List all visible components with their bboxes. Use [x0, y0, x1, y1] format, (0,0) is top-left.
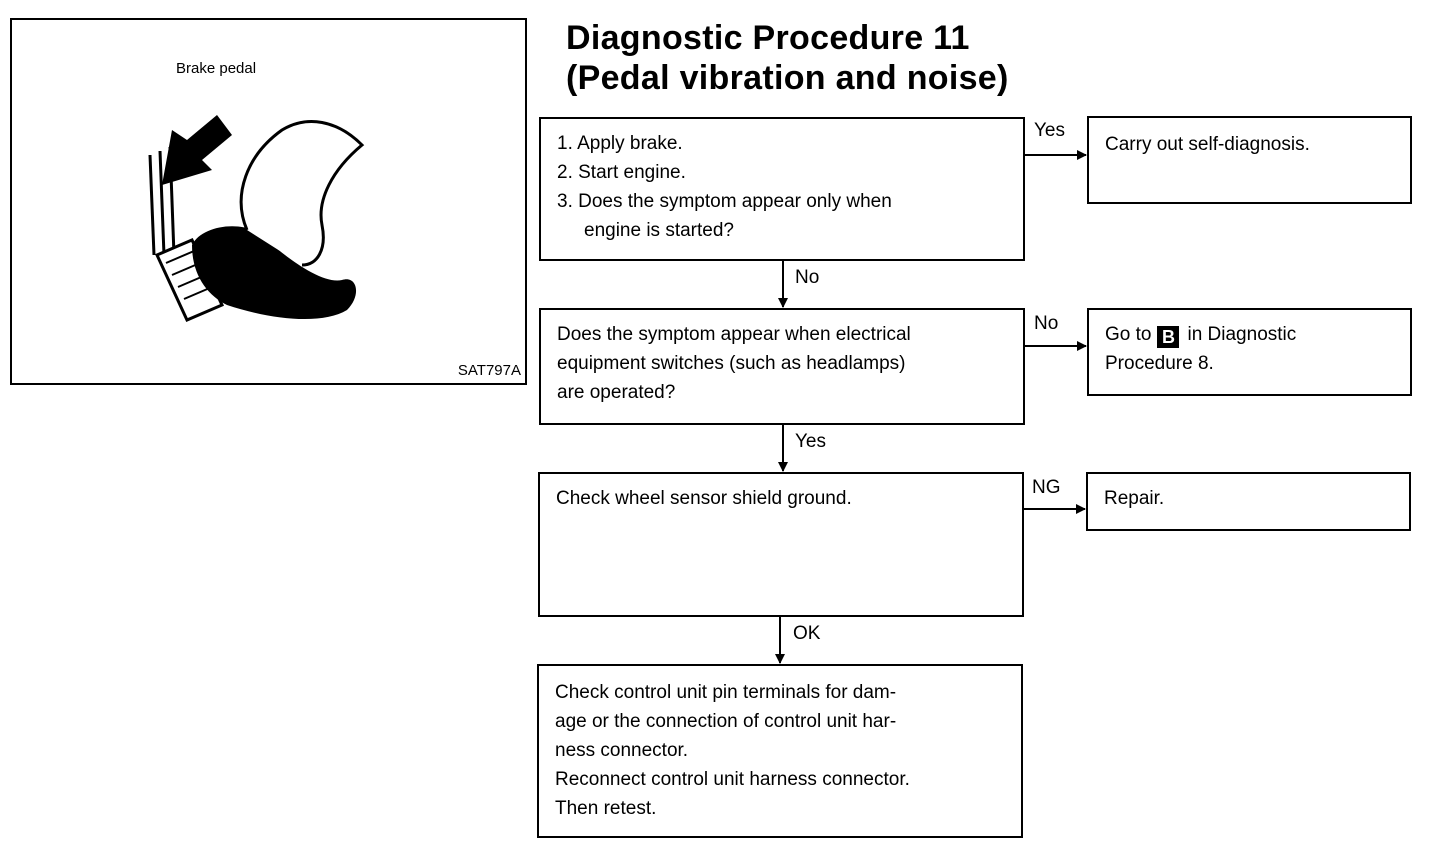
step3-ng-label: NG — [1032, 477, 1061, 498]
step2-line-1: Does the symptom appear when electrical — [557, 324, 911, 345]
step4-line-5: Then retest. — [555, 798, 657, 819]
step2-no-label: No — [1034, 313, 1059, 334]
step3-box: Check wheel sensor shield ground. — [538, 472, 1024, 617]
step2-line-3: are operated? — [557, 382, 676, 403]
goto-line-2: Procedure 8. — [1105, 353, 1214, 374]
step4-line-4: Reconnect control unit harness connector… — [555, 769, 910, 790]
step1-item-1: 1. Apply brake. — [557, 133, 683, 154]
step3-ok-label: OK — [793, 623, 821, 644]
step1-no-label: No — [795, 267, 820, 288]
step1-item-3-cont: engine is started? — [584, 220, 734, 241]
figure-panel: Brake pedal SAT797A — [10, 18, 527, 385]
letter-b-badge-icon: B — [1157, 326, 1180, 348]
figure-caption: Brake pedal — [176, 60, 257, 77]
step3-text: Check wheel sensor shield ground. — [556, 488, 852, 509]
step2-line-2: equipment switches (such as headlamps) — [557, 353, 906, 374]
step4-line-3: ness connector. — [555, 740, 689, 761]
self-diagnosis-text: Carry out self-diagnosis. — [1105, 134, 1310, 155]
repair-text: Repair. — [1104, 488, 1165, 509]
brake-pedal-illustration — [148, 115, 365, 322]
arrow-icon — [162, 115, 232, 185]
title-line-2: (Pedal vibration and noise) — [566, 59, 1009, 97]
repair-box: Repair. — [1086, 472, 1411, 531]
step4-line-1: Check control unit pin terminals for dam… — [555, 682, 897, 703]
goto-prefix: Go to — [1105, 324, 1152, 345]
self-diagnosis-box: Carry out self-diagnosis. — [1087, 116, 1412, 204]
step1-yes-label: Yes — [1034, 120, 1065, 141]
step1-box: 1. Apply brake. 2. Start engine. 3. Does… — [539, 117, 1025, 261]
step4-line-2: age or the connection of control unit ha… — [555, 711, 897, 732]
title-line-1: Diagnostic Procedure 11 — [566, 19, 970, 57]
shoe-shape — [192, 226, 357, 320]
figure-code: SAT797A — [457, 362, 521, 379]
leg-outline — [239, 120, 365, 267]
step1-item-2: 2. Start engine. — [557, 162, 686, 183]
step2-yes-label: Yes — [795, 431, 826, 452]
step4-box: Check control unit pin terminals for dam… — [537, 664, 1023, 838]
goto-suffix: in Diagnostic — [1187, 324, 1297, 345]
step2-box: Does the symptom appear when electrical … — [539, 308, 1025, 425]
page-title: Diagnostic Procedure 11 (Pedal vibration… — [566, 18, 1009, 98]
step1-item-3: 3. Does the symptom appear only when — [557, 191, 892, 212]
